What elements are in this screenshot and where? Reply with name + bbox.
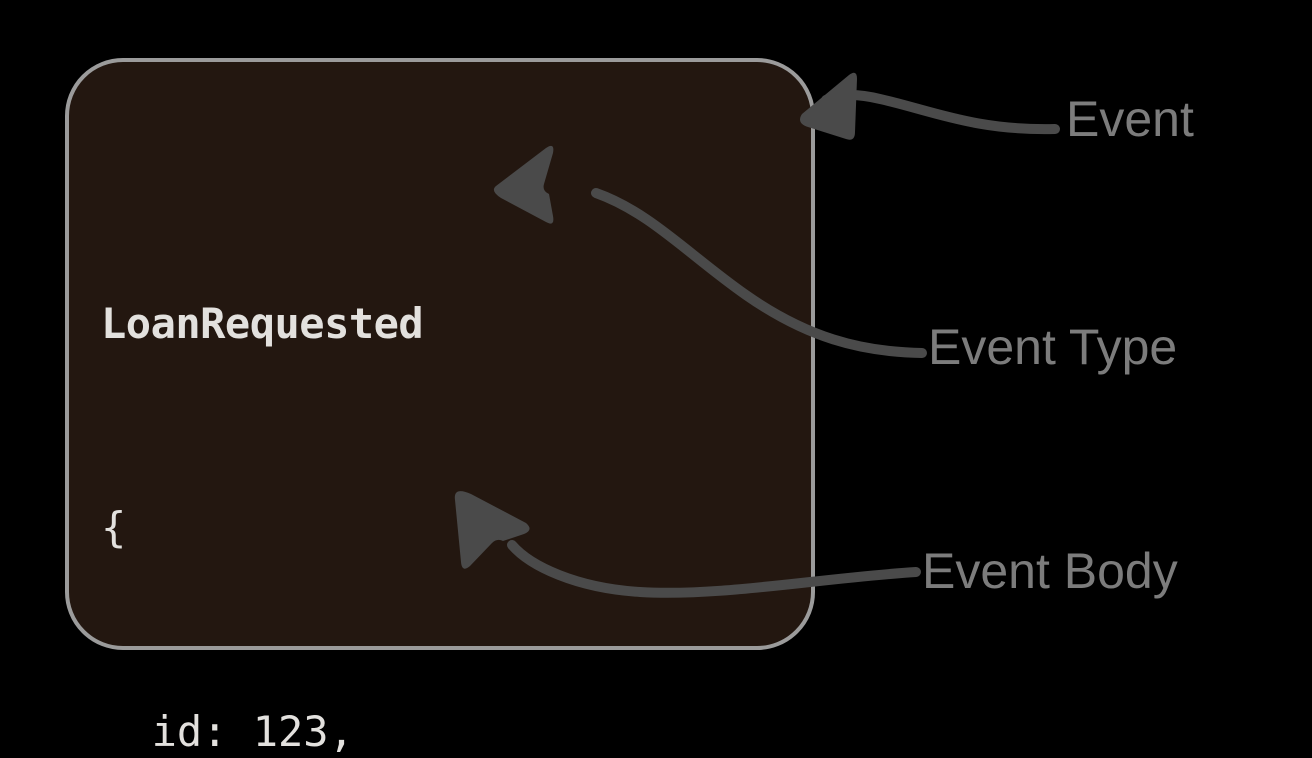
json-field-id-line: id: 123, — [101, 707, 354, 756]
event-card: LoanRequested { id: 123, amount: 100, bo… — [65, 58, 815, 756]
callout-event-connector — [800, 72, 1060, 140]
event-name-line: LoanRequested — [101, 299, 424, 348]
json-open-brace-line: { — [101, 503, 127, 552]
callout-label-event-type: Event Type — [928, 319, 1178, 375]
callout-label-event: Event — [1066, 91, 1194, 147]
callout-label-event-body: Event Body — [922, 543, 1178, 599]
callout-event-line — [821, 90, 1060, 135]
event-code-block: LoanRequested { id: 123, amount: 100, bo… — [101, 154, 797, 758]
